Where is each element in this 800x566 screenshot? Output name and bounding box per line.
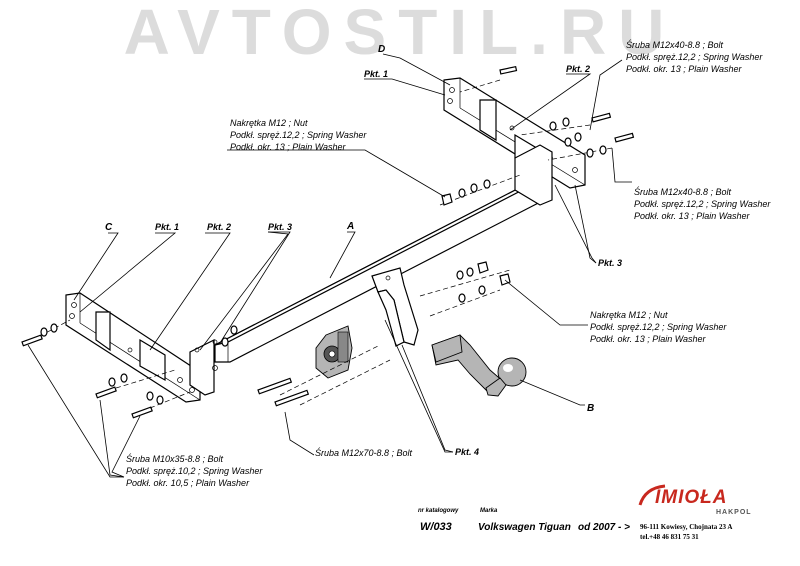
- callout-l-spring: Podkł. spręż.10,2 ; Spring Washer: [126, 466, 263, 476]
- callout-l-bolt: Śruba M10x35-8.8 ; Bolt: [126, 453, 224, 464]
- label-pkt1-left: Pkt. 1: [155, 222, 179, 232]
- company-logo-sub: HAKPOL: [716, 509, 752, 516]
- label-pkt4: Pkt. 4: [455, 447, 479, 457]
- label-a: A: [346, 221, 354, 232]
- labels: D Pkt. 1 Pkt. 2 Śruba M12x40-8.8 ; Bolt …: [105, 39, 771, 488]
- label-pkt1-top: Pkt. 1: [364, 69, 388, 79]
- label-d: D: [378, 44, 385, 55]
- cross-beam: [214, 177, 549, 363]
- bottom-bolts: [257, 344, 391, 407]
- top-right-bolts: [459, 65, 635, 161]
- callout-r-bolt: Śruba M12x40-8.8 ; Bolt: [634, 186, 732, 197]
- tow-ball-neck: [431, 334, 527, 397]
- label-pkt2-left: Pkt. 2: [207, 222, 231, 232]
- catalog-caption: nr katalogowy: [418, 508, 459, 514]
- left-beam-plate: [189, 339, 218, 396]
- right-nut-group: [419, 261, 511, 317]
- address-line-2: tel.+48 46 831 75 31: [640, 533, 699, 541]
- callout-rnut-spring: Podkł. spręż.12,2 ; Spring Washer: [590, 322, 727, 332]
- address-line-1: 96-111 Kowiesy, Chojnata 23 A: [640, 523, 733, 531]
- brand-caption: Marka: [480, 508, 498, 514]
- callout-topnut-spring: Podkł. spręż.12,2 ; Spring Washer: [230, 130, 367, 140]
- catalog-number: W/033: [420, 521, 452, 533]
- callout-l-plain: Podkł. okr. 10,5 ; Plain Washer: [126, 478, 250, 488]
- socket-plate: [315, 325, 353, 379]
- label-c: C: [105, 222, 113, 233]
- callout-tr-bolt: Śruba M12x40-8.8 ; Bolt: [626, 39, 724, 50]
- left-bracket: [65, 292, 201, 403]
- label-pkt3-left: Pkt. 3: [268, 222, 292, 232]
- callout-bottom-bolt: Śruba M12x70-8.8 ; Bolt: [315, 447, 413, 458]
- callout-topnut-nut: Nakrętka M12 ; Nut: [230, 118, 308, 128]
- right-beam-plate: [514, 144, 553, 206]
- callout-topnut-plain: Podkł. okr. 13 ; Plain Washer: [230, 142, 347, 152]
- top-nut-group: [439, 174, 521, 206]
- company-logo: IMIOŁA: [655, 487, 728, 508]
- logo-mark: [638, 484, 666, 506]
- label-b: B: [587, 403, 594, 414]
- model-year: od 2007 - >: [578, 522, 630, 533]
- callout-rnut-nut: Nakrętka M12 ; Nut: [590, 310, 668, 320]
- watermark: AVTOSTIL.RU: [123, 0, 677, 68]
- callout-r-plain: Podkł. okr. 13 ; Plain Washer: [634, 211, 751, 221]
- label-pkt3-right: Pkt. 3: [598, 258, 622, 268]
- label-pkt2-top: Pkt. 2: [566, 64, 590, 74]
- leader-lines: [27, 53, 632, 478]
- callout-tr-plain: Podkł. okr. 13 ; Plain Washer: [626, 64, 743, 74]
- callout-tr-spring: Podkł. spręż.12,2 ; Spring Washer: [626, 52, 763, 62]
- left-bolts: [21, 319, 238, 419]
- center-drop-bracket: [371, 267, 419, 347]
- callout-rnut-plain: Podkł. okr. 13 ; Plain Washer: [590, 334, 707, 344]
- model-name: Volkswagen Tiguan: [478, 522, 571, 533]
- callout-r-spring: Podkł. spręż.12,2 ; Spring Washer: [634, 199, 771, 209]
